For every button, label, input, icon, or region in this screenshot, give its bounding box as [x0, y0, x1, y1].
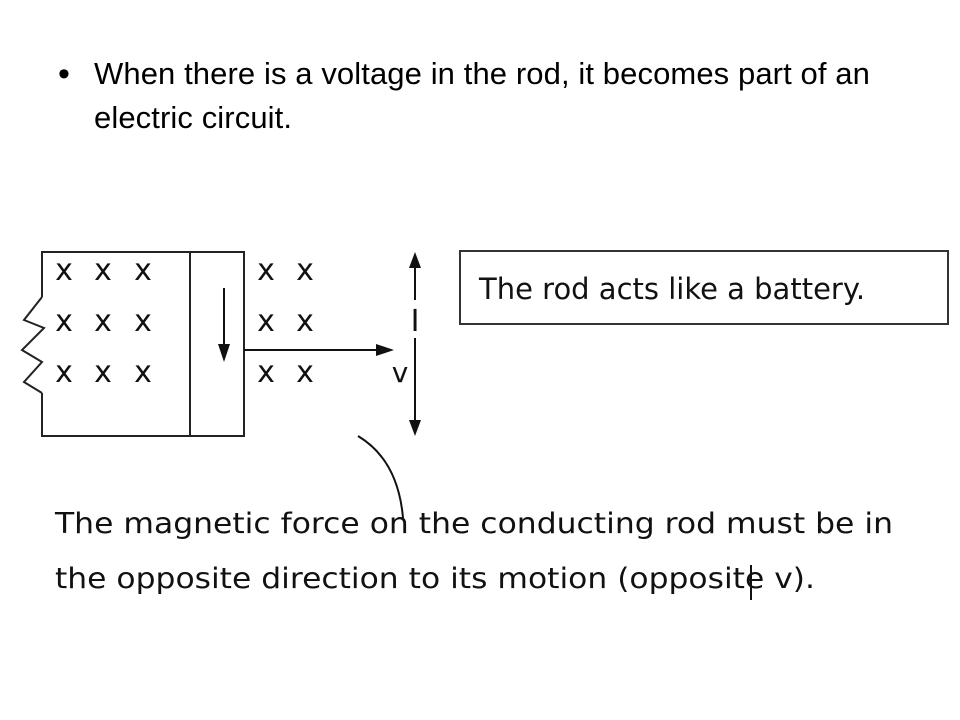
field-mark: x — [94, 355, 112, 390]
field-mark: x — [134, 304, 152, 339]
callout-box-text: The rod acts like a battery. — [478, 272, 865, 306]
bullet-point: • When there is a voltage in the rod, it… — [58, 52, 918, 140]
field-mark: x — [257, 304, 275, 339]
field-mark: x — [94, 304, 112, 339]
field-mark: x — [134, 355, 152, 390]
field-mark: x — [55, 304, 73, 339]
circuit-frame — [41, 251, 190, 437]
bullet-text: When there is a voltage in the rod, it b… — [94, 56, 870, 135]
field-mark: x — [257, 355, 275, 390]
current-label: I — [411, 304, 420, 339]
field-mark: x — [55, 355, 73, 390]
callout-box — [459, 250, 949, 325]
field-mark: x — [257, 253, 275, 288]
velocity-label: v — [392, 356, 409, 389]
current-arrow — [218, 288, 230, 362]
bullet-marker: • — [58, 55, 70, 93]
field-mark: x — [296, 304, 314, 339]
field-mark: x — [134, 253, 152, 288]
field-mark: x — [94, 253, 112, 288]
caption-line-1: The magnetic force on the conducting rod… — [54, 507, 893, 540]
velocity-label-bg — [388, 356, 412, 388]
pointer-line — [357, 435, 404, 519]
magnetic-field-marks: x x x x x x x x x x x x x x x — [55, 253, 314, 390]
field-mark: x — [55, 253, 73, 288]
length-arrow — [409, 252, 421, 436]
conducting-rod — [189, 251, 245, 437]
field-mark: x — [296, 355, 314, 390]
current-label-bg — [406, 300, 424, 338]
velocity-arrow — [244, 344, 394, 356]
resistor-symbol — [20, 296, 46, 394]
field-mark: x — [296, 253, 314, 288]
caption-line-2: the opposite direction to its motion (op… — [55, 562, 815, 595]
